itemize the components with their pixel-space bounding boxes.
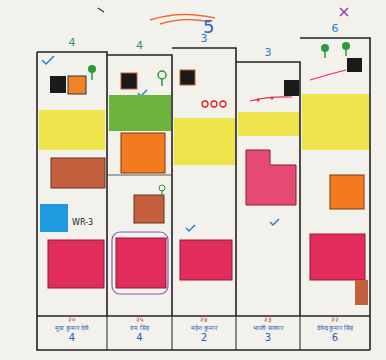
house-symbol [180,70,195,85]
plot-serial: २० [68,317,76,325]
field-band [238,112,299,136]
scribble [98,8,104,12]
plot-outline [300,38,370,350]
building [51,158,105,188]
wire-line [310,70,346,80]
water-tank [40,204,68,232]
circle-mark [112,232,168,294]
field-band [174,118,235,165]
divider [107,316,300,350]
house-symbol [50,76,66,93]
field-band [302,94,369,150]
plot-number: 3 [236,47,300,58]
plot-number: 4 [107,40,172,51]
plot-serial: २५ [136,317,144,325]
plot-outline [107,55,172,316]
house [246,150,296,205]
tree-symbol [159,185,165,196]
building [121,133,165,173]
plot: 3२३भारती सरकार3 [236,20,300,350]
family-count: 4 [136,332,142,343]
house [116,238,166,288]
plot-serial: २२ [331,317,339,325]
family-count: 6 [332,332,338,343]
house [310,234,365,280]
family-count: 4 [69,332,75,343]
wire-line [250,97,292,101]
owner-name: देवेन्द्र कुमार सिंह [317,325,354,332]
plot: 4२०मुन्ना कुमार देवी4 [37,20,107,350]
tank-label: WR-3 [72,219,93,227]
owner-name: महेश कुमार [191,325,217,332]
tree-symbol [158,71,166,86]
green-field [109,95,171,131]
plot-outline [236,62,300,316]
family-count: 3 [265,332,271,343]
house-symbol [121,73,137,89]
check-mark [270,219,279,225]
plot-serial: २३ [264,317,272,325]
house [48,240,104,288]
map-number: 5 [203,18,214,36]
owner-name: राम सिंह [130,325,149,332]
plot-outline [172,48,236,316]
plot-number: 6 [300,23,370,34]
tree-symbol [88,65,96,80]
plot-number: 4 [37,37,107,48]
plot: 3२४महेश कुमार2 [172,20,236,350]
dot-marks [202,101,226,107]
building [355,280,368,305]
house-symbol [347,58,362,72]
building [330,175,364,209]
house [180,240,232,280]
field-band [39,110,105,150]
tree-symbol [342,42,350,56]
owner-name: भारती सरकार [253,325,283,332]
plot-outline [37,52,370,350]
house-symbol [68,76,86,94]
family-count: 2 [201,332,207,343]
plot: 6२२देवेन्द्र कुमार सिंह6 [300,20,370,350]
tree-symbol [321,44,329,58]
cross-mark [340,8,348,16]
divider [108,175,171,176]
plot-serial: २४ [200,317,208,325]
owner-name: मुन्ना कुमार देवी [55,325,89,332]
plot: 4२५राम सिंह4 [107,20,172,350]
check-mark [42,56,54,64]
house-symbol [284,80,299,96]
building [134,195,164,223]
check-mark [186,225,195,231]
